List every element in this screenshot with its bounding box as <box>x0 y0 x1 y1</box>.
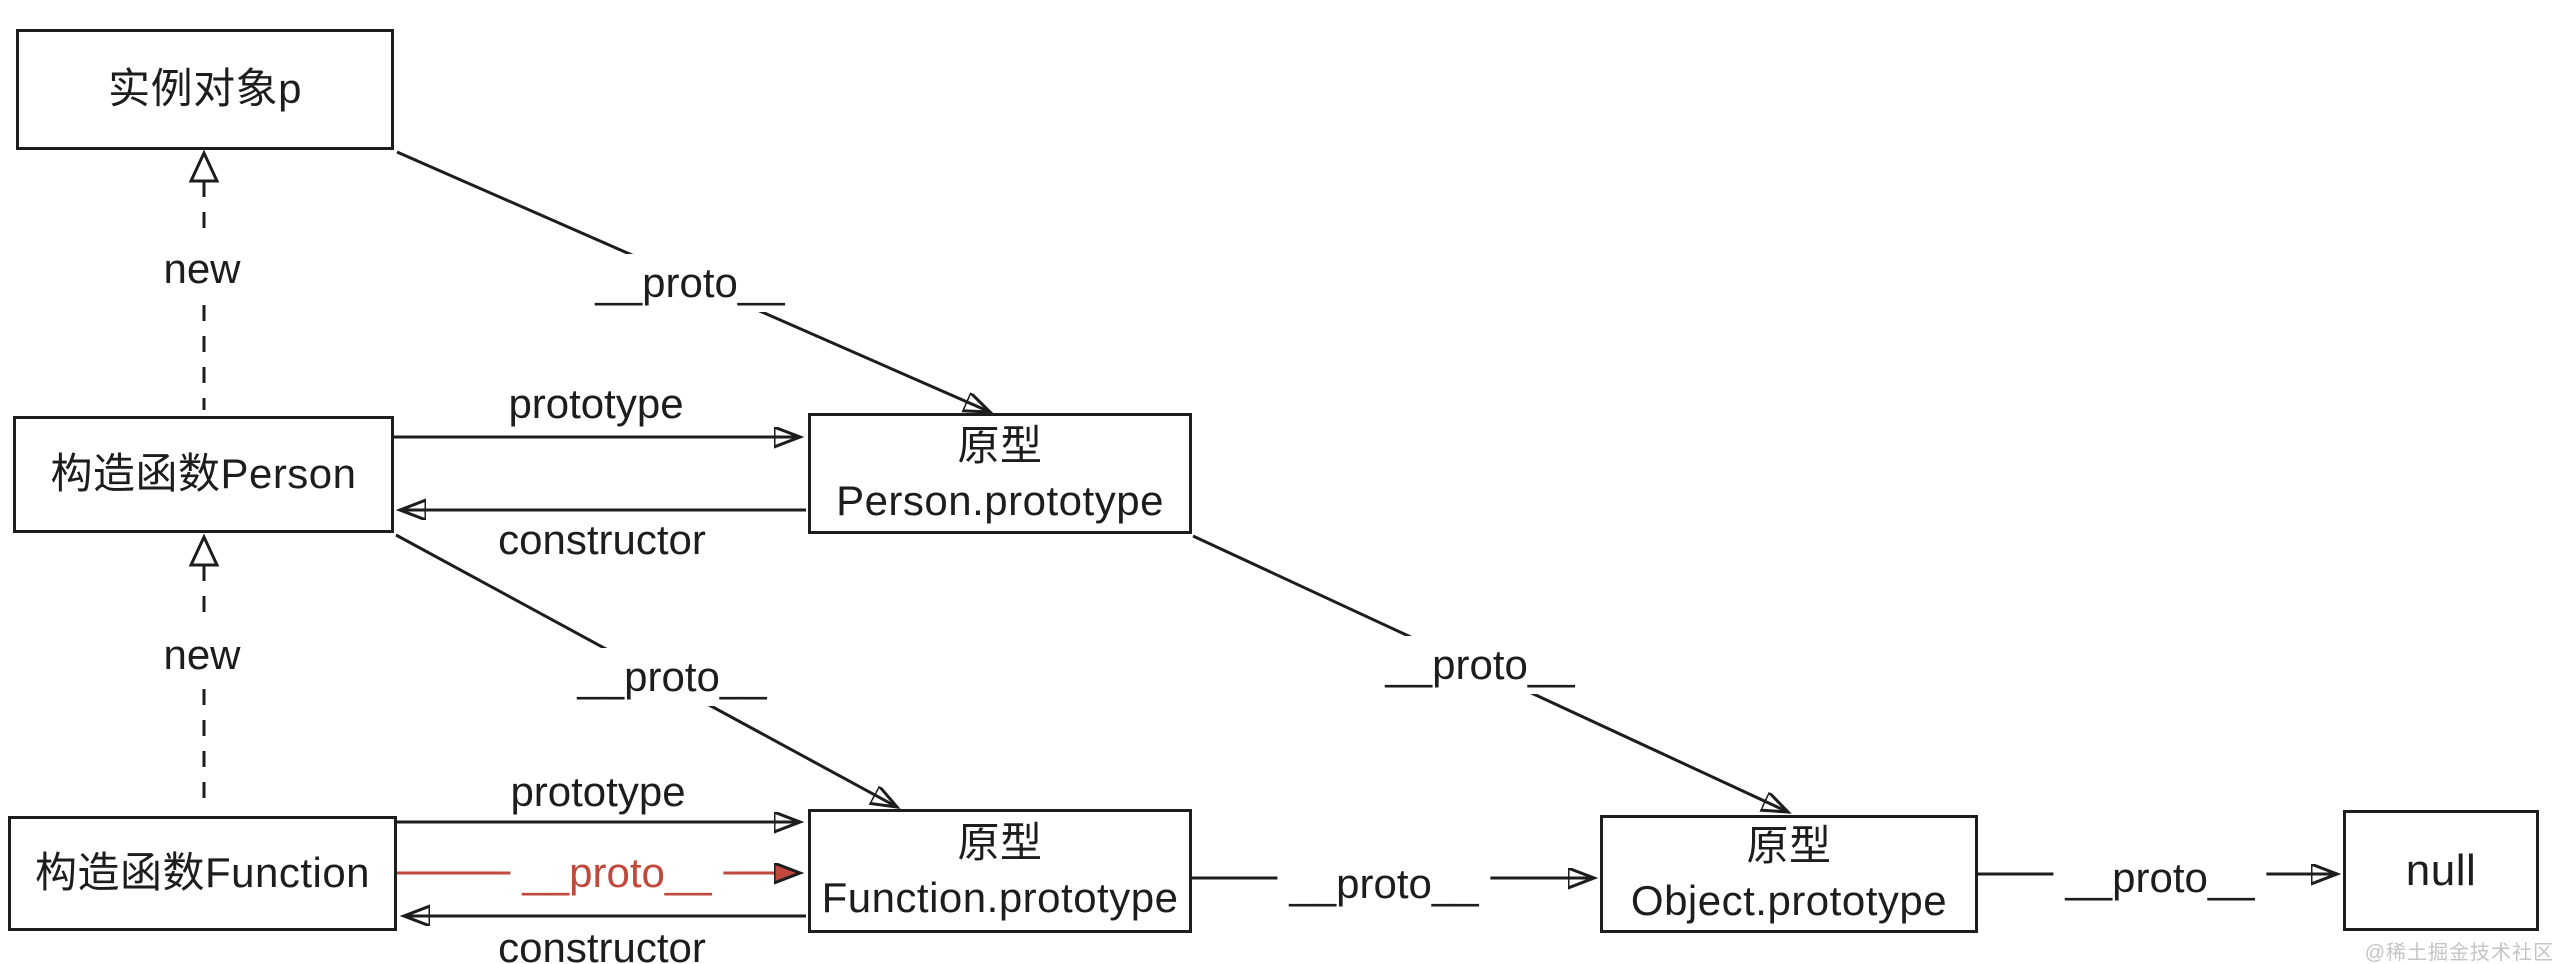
edge-label-proto-instance: __proto__ <box>583 254 797 312</box>
edge-label-proto-person-prototype: __proto__ <box>1373 636 1587 694</box>
edge-label-proto-function-red: __proto__ <box>510 844 724 902</box>
node-constructor-function: 构造函数Function <box>8 816 397 931</box>
node-instance-label: 实例对象p <box>108 65 302 113</box>
node-function-prototype: 原型 Function.prototype <box>808 809 1192 933</box>
node-null-label: null <box>2405 845 2477 895</box>
node-person-label: 构造函数Person <box>50 450 357 498</box>
edge-label-prototype-person: prototype <box>508 380 684 427</box>
node-object-prototype: 原型 Object.prototype <box>1600 815 1978 933</box>
node-person-prototype-line1: 原型 <box>957 421 1043 469</box>
juejin-watermark: @稀土掘金技术社区 <box>2364 942 2554 964</box>
node-function-prototype-line2: Function.prototype <box>821 874 1179 921</box>
node-function-label: 构造函数Function <box>34 849 371 897</box>
node-constructor-person: 构造函数Person <box>13 416 394 533</box>
node-function-prototype-line1: 原型 <box>957 819 1043 867</box>
edge-label-proto-object-prototype: __proto__ <box>2053 849 2267 907</box>
new-arrowhead-instance <box>188 149 220 183</box>
node-object-prototype-line2: Object.prototype <box>1630 877 1948 924</box>
node-object-prototype-line1: 原型 <box>1746 822 1832 870</box>
new-arrowhead-person <box>188 533 220 567</box>
edge-label-constructor-person: constructor <box>498 516 706 563</box>
node-instance-object-p: 实例对象p <box>16 29 394 150</box>
edge-label-new-instance: new <box>151 240 253 298</box>
node-person-prototype: 原型 Person.prototype <box>808 413 1192 534</box>
edge-label-prototype-function: prototype <box>510 768 686 815</box>
edge-label-constructor-function: constructor <box>498 924 706 964</box>
edge-label-proto-function-prototype: __proto__ <box>1277 855 1491 913</box>
node-person-prototype-line2: Person.prototype <box>836 476 1164 524</box>
edge-label-proto-person: __proto__ <box>565 648 779 706</box>
node-null: null <box>2343 810 2539 931</box>
edge-label-new-person: new <box>151 626 253 684</box>
